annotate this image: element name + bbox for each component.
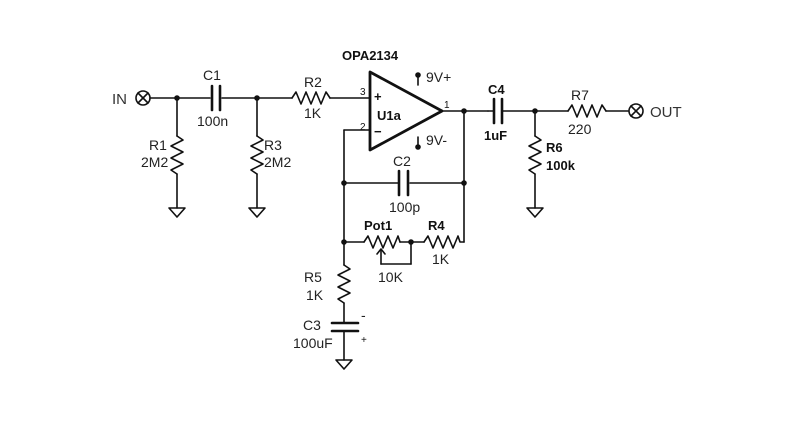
supply-pins xyxy=(415,72,421,150)
c3-neg-mark: - xyxy=(361,307,366,323)
pot1-ref: Pot1 xyxy=(364,218,392,233)
pin-1-label: 1 xyxy=(444,100,450,111)
r1-ref: R1 xyxy=(149,137,167,153)
resistor-r7 xyxy=(567,104,629,118)
supply-positive-label: 9V+ xyxy=(426,69,451,85)
output-terminal xyxy=(628,103,644,119)
feedback-wires xyxy=(341,108,489,266)
c1-value: 100n xyxy=(197,113,228,129)
r5-value: 1K xyxy=(306,287,324,303)
resistor-r6 xyxy=(528,110,542,209)
r4-ref: R4 xyxy=(428,218,445,233)
opamp-part-label: OPA2134 xyxy=(342,48,399,63)
c3-value: 100uF xyxy=(293,335,333,351)
opamp-u1a xyxy=(368,70,444,152)
c1-ref: C1 xyxy=(203,67,221,83)
capacitor-c1 xyxy=(210,84,222,112)
potentiometer-pot1 xyxy=(363,235,412,265)
r7-value: 220 xyxy=(568,121,592,137)
opamp-plus-sign: + xyxy=(374,89,382,104)
resistor-r5 xyxy=(337,264,351,323)
pin-2-label: 2 xyxy=(360,122,366,133)
c4-ref: C4 xyxy=(488,82,505,97)
opamp-minus-sign: − xyxy=(374,124,382,139)
capacitor-c4 xyxy=(487,97,569,125)
input-label: IN xyxy=(112,91,127,108)
ground-symbol-r3 xyxy=(248,207,266,218)
c2-ref: C2 xyxy=(393,153,411,169)
pot1-value: 10K xyxy=(378,269,404,285)
capacitor-c3 xyxy=(330,321,360,361)
output-label: OUT xyxy=(650,104,682,121)
r1-value: 2M2 xyxy=(141,154,168,170)
capacitor-c2 xyxy=(397,169,410,197)
r6-ref: R6 xyxy=(546,140,563,155)
r2-ref: R2 xyxy=(304,74,322,90)
resistor-r3 xyxy=(250,135,264,209)
c3-ref: C3 xyxy=(303,317,321,333)
resistor-r4 xyxy=(423,235,465,249)
ground-symbol-r1 xyxy=(168,207,186,218)
r4-value: 1K xyxy=(432,251,450,267)
ground-symbol-c3 xyxy=(335,359,353,370)
r3-value: 2M2 xyxy=(264,154,291,170)
r6-value: 100k xyxy=(546,158,576,173)
input-wires xyxy=(149,95,293,137)
r7-ref: R7 xyxy=(571,87,589,103)
input-terminal xyxy=(135,90,151,106)
resistor-r1 xyxy=(170,135,184,209)
supply-negative-label: 9V- xyxy=(426,132,447,148)
pin-3-label: 3 xyxy=(360,87,366,98)
c4-value: 1uF xyxy=(484,128,507,143)
resistor-r2 xyxy=(291,91,371,105)
opamp-ref: U1a xyxy=(377,108,402,123)
r5-ref: R5 xyxy=(304,269,322,285)
r2-value: 1K xyxy=(304,105,322,121)
c2-value: 100p xyxy=(389,199,420,215)
c3-pos-mark: + xyxy=(361,335,367,346)
r3-ref: R3 xyxy=(264,137,282,153)
ground-symbol-r6 xyxy=(526,207,544,218)
